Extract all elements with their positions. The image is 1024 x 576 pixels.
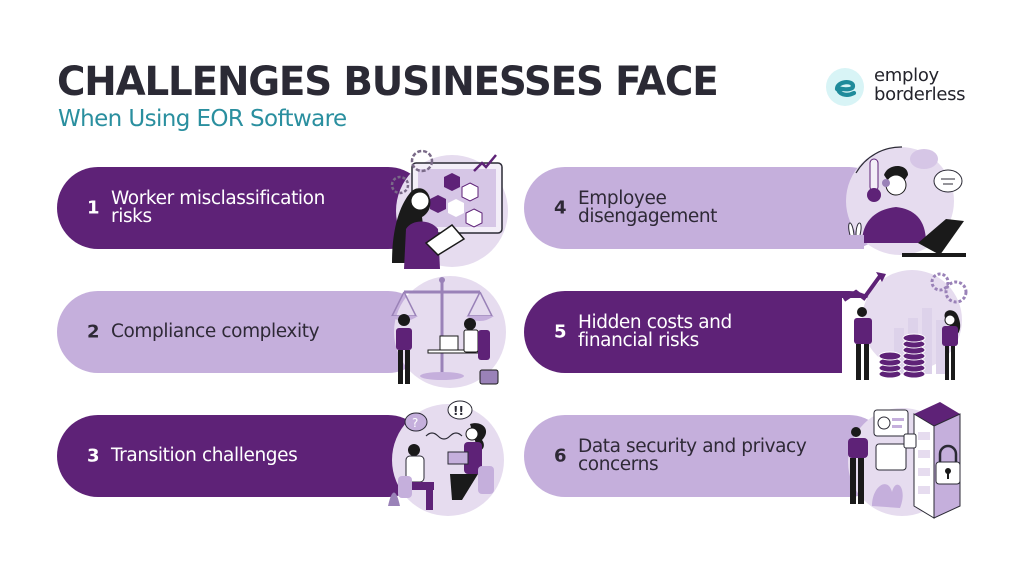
- challenge-number: 6: [554, 445, 567, 467]
- svg-text:!!: !!: [453, 404, 464, 418]
- challenge-card-5: 5 Hidden costs and financial risks: [524, 291, 890, 373]
- woman-tablet-hexagons-icon: [382, 143, 508, 269]
- employ-borderless-e-icon: [826, 68, 864, 106]
- two-people-talking-icon: ? !!: [382, 396, 508, 522]
- man-headset-laptop-icon: [842, 143, 968, 269]
- logo-wordmark: employ borderless: [874, 65, 966, 105]
- challenge-number: 4: [554, 197, 567, 219]
- challenge-card-6: 6 Data security and privacy concerns: [524, 415, 890, 497]
- scales-of-justice-icon: [382, 272, 508, 398]
- challenge-card-2: 2 Compliance complexity: [57, 291, 429, 373]
- challenge-label: Employee disengagement: [578, 188, 718, 227]
- coins-rising-chart-icon: [842, 270, 968, 396]
- challenge-label: Transition challenges: [111, 445, 298, 466]
- challenge-card-1: 1 Worker misclassification risks: [57, 167, 429, 249]
- challenge-label: Compliance complexity: [111, 321, 320, 342]
- challenge-card-3: 3 Transition challenges: [57, 415, 429, 497]
- challenge-number: 1: [87, 197, 100, 219]
- logo-line-1: employ: [874, 65, 939, 86]
- challenge-label: Data security and privacy concerns: [578, 436, 807, 475]
- page-subtitle: When Using EOR Software: [58, 106, 347, 132]
- brand-logo: employ borderless: [826, 66, 976, 110]
- challenge-label: Hidden costs and financial risks: [578, 312, 732, 351]
- challenge-number: 5: [554, 321, 567, 343]
- page-title: CHALLENGES BUSINESSES FACE: [57, 59, 719, 105]
- server-padlock-security-icon: [842, 396, 968, 522]
- challenge-label: Worker misclassification risks: [111, 188, 325, 227]
- challenge-number: 3: [87, 445, 100, 467]
- challenge-number: 2: [87, 321, 100, 343]
- challenge-card-4: 4 Employee disengagement: [524, 167, 890, 249]
- logo-line-2: borderless: [874, 84, 966, 105]
- svg-text:?: ?: [412, 416, 418, 430]
